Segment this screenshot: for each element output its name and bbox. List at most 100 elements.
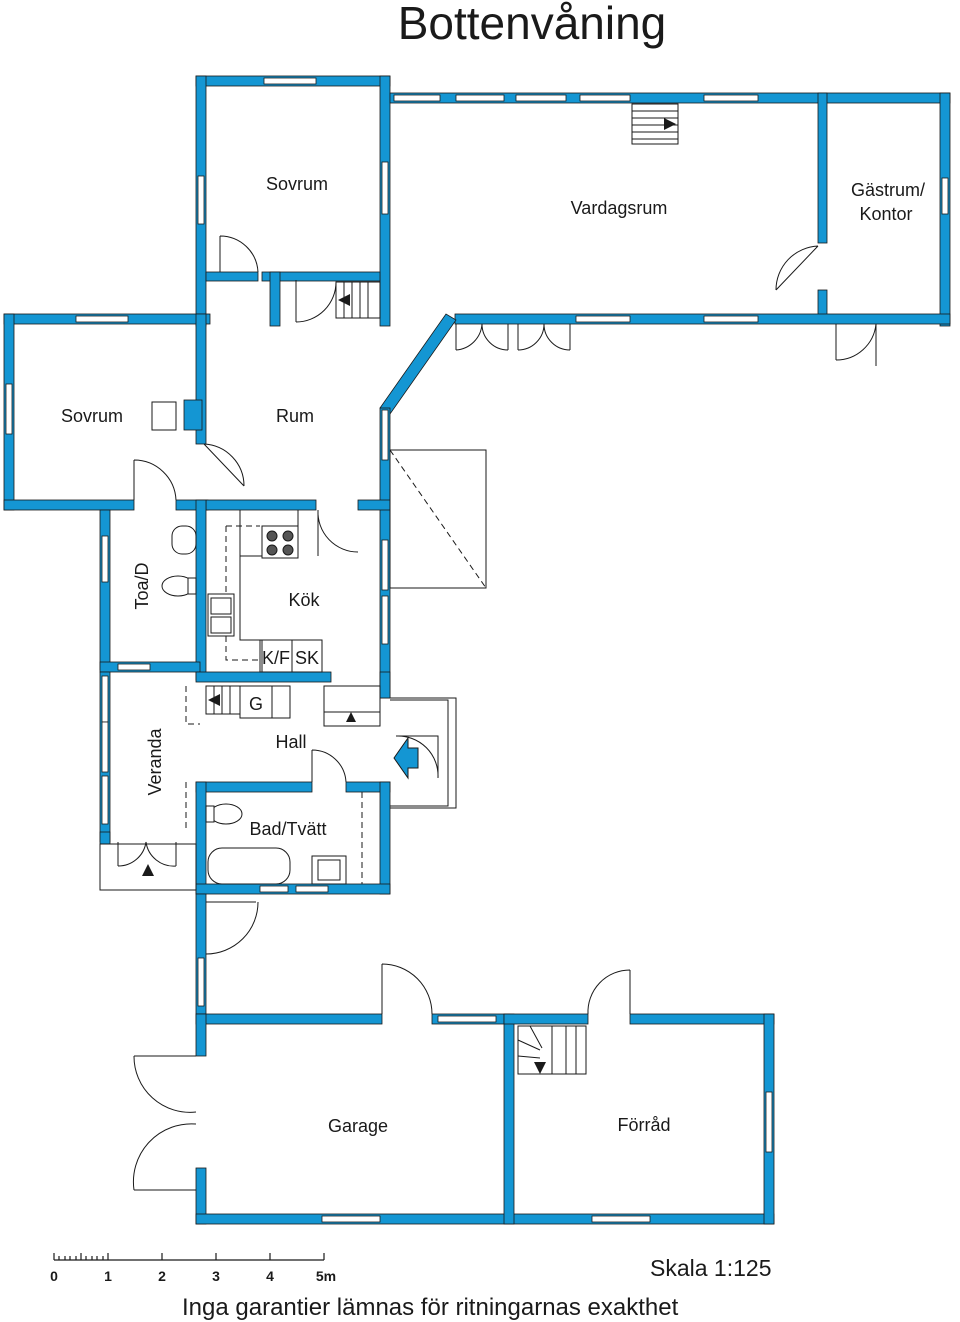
chimney [151,401,177,431]
door-swing [587,969,631,1015]
door-swing [117,841,177,867]
window [117,663,151,671]
window [455,94,505,102]
wall [357,499,391,511]
terrace-outline [389,449,487,589]
arrow-icon [346,712,356,722]
room-label-sovrum-left: Sovrum [61,406,123,426]
window [101,721,109,773]
window [101,535,109,583]
scale-tick-label: 0 [50,1268,58,1284]
scale-tick-label: 2 [158,1268,166,1284]
door-swing [455,323,509,351]
wall [99,831,111,845]
wall [195,671,332,683]
window [381,595,389,645]
wall [503,1013,589,1025]
scale-tick-label: 1 [104,1268,112,1284]
closet [323,685,381,727]
scale-tick-label: 5m [316,1268,336,1284]
wall [261,271,381,282]
entrance-arrow-icon [393,736,419,780]
disclaimer: Inga garantier lämnas för ritningarnas e… [182,1294,679,1321]
window [101,775,109,825]
cabinet [291,639,323,673]
window [5,383,13,435]
wall [195,883,391,895]
door-swing [295,280,337,323]
stair-steps [632,110,678,140]
room-label-kok: Kök [288,590,320,610]
wall [195,499,207,681]
wall [195,1213,775,1225]
wall [99,509,111,671]
door-swing [835,323,877,366]
scale-label: Skala 1:125 [650,1255,772,1281]
window [591,1215,651,1223]
toilet-icon [209,803,243,825]
burner [282,544,294,556]
wall [183,399,203,431]
counter-dashed [225,526,260,661]
plan-title: Bottenvåning [397,0,667,49]
laundry-basin [317,859,341,881]
window [381,539,389,591]
door-swing [133,459,177,501]
wall [379,313,457,415]
burner [282,530,294,542]
room-label-veranda: Veranda [145,727,165,795]
label-sk: SK [295,648,319,668]
window [101,675,109,723]
windows [5,77,949,1223]
window [197,957,205,1007]
scale-bar [53,1253,325,1261]
door-swing [517,323,571,351]
door-swing [775,245,819,291]
door-swing [317,509,359,556]
window [381,409,389,461]
arrow-icon [664,118,676,130]
wall [205,499,317,511]
room-label-forrad: Förråd [617,1115,670,1135]
wall [817,92,828,244]
window [703,94,759,102]
wall [195,1013,207,1057]
window [295,885,329,893]
sink-basin [210,597,232,615]
arrow-icon [142,864,154,876]
wall [379,671,391,699]
walls [3,75,951,1225]
scale-tick-label: 4 [266,1268,274,1284]
window [259,885,289,893]
door-swing [395,735,439,779]
kitchen-fixtures [207,510,323,719]
window [197,175,205,225]
stair-steps [517,1025,577,1074]
room-label-sovrum: Sovrum [266,174,328,194]
toilet-tank [205,805,215,823]
stove-icon [261,525,299,559]
door-swing [219,235,259,273]
stairs [205,103,679,1075]
door-swing [381,963,433,1015]
room-label-toa: Toa/D [132,562,152,609]
door-swing [132,1055,197,1191]
bathtub-icon [207,847,291,885]
arrow-icon [534,1062,546,1074]
room-label-gastrum: Gästrum/ [851,180,925,200]
room-label-hall: Hall [275,732,306,752]
porch-outlines [99,449,487,891]
window [321,1215,381,1223]
porch-outline [390,697,457,809]
room-label-garage: Garage [328,1116,388,1136]
wall [454,313,951,325]
room-label-kontor: Kontor [859,204,912,224]
room-label-bad: Bad/Tvätt [249,819,326,839]
g-cabinet [239,685,291,719]
terrace-diagonal [389,449,487,589]
window [579,94,631,102]
wall [195,781,313,793]
label-g: G [249,694,263,714]
scale-ticks: 0 1 2 3 4 5m [50,1268,336,1284]
arrow-icon [208,694,220,706]
